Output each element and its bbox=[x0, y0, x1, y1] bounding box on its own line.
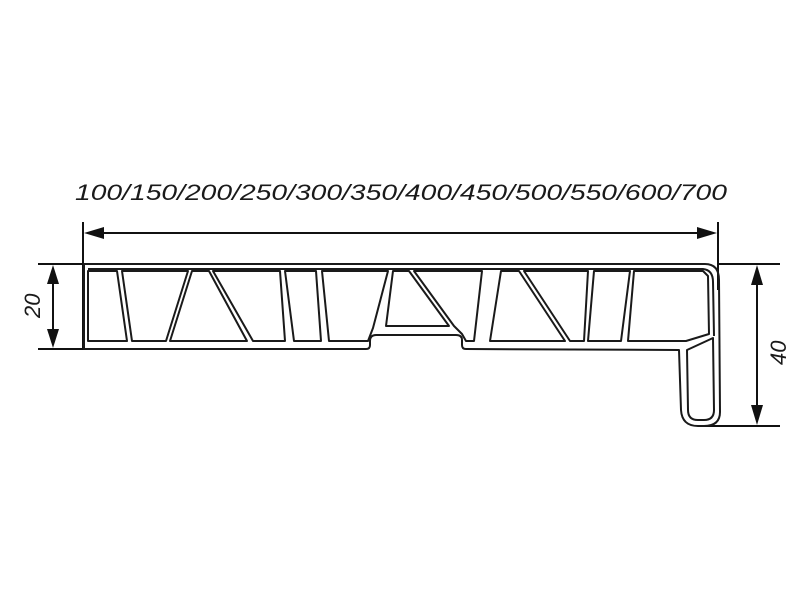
profile-chambers bbox=[87, 270, 715, 421]
right-height-dimension bbox=[700, 263, 780, 427]
profile-inner-contour bbox=[88, 268, 715, 337]
left-height-label: 20 bbox=[20, 293, 45, 319]
width-dimension-label: 100/150/200/250/300/350/400/450/500/550/… bbox=[75, 180, 728, 205]
left-height-dimension bbox=[38, 263, 84, 350]
profile-outer-contour bbox=[83, 263, 721, 427]
right-height-label: 40 bbox=[766, 340, 791, 365]
